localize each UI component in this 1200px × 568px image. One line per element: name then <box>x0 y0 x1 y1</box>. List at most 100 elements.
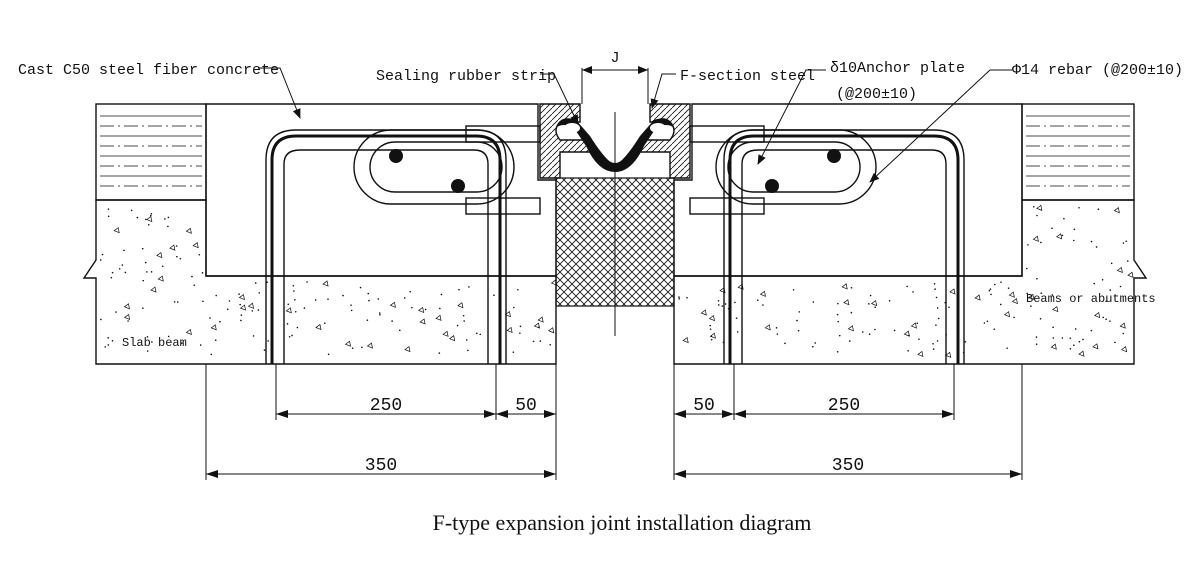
stipple-dot <box>1051 294 1054 296</box>
stipple-dot <box>1073 344 1075 347</box>
stipple-dot <box>1102 316 1105 319</box>
stipple-dot <box>1035 336 1038 338</box>
stipple-dot <box>735 317 738 319</box>
right-anchor-loop <box>715 129 877 205</box>
aggregate-mark <box>419 318 426 325</box>
stipple-dot <box>100 318 102 321</box>
stipple-dot <box>267 340 269 342</box>
anchor-plate-label: δ10Anchor plate <box>830 60 965 77</box>
right-rebar-dot-upper <box>827 149 841 163</box>
aggregate-mark <box>847 325 854 332</box>
stipple-dot <box>1082 338 1084 341</box>
stipple-dot <box>107 215 110 218</box>
left-f-section-steel <box>539 103 591 179</box>
aggregate-mark <box>910 322 917 329</box>
stipple-dot <box>458 288 460 291</box>
aggregate-mark <box>537 316 544 323</box>
stipple-dot <box>202 300 204 303</box>
stipple-dot <box>762 304 764 306</box>
stipple-dot <box>118 268 121 270</box>
stipple-dot <box>709 328 712 330</box>
stipple-dot <box>219 320 221 323</box>
stipple-dot <box>1007 287 1010 289</box>
stipple-dot <box>1052 337 1055 339</box>
stipple-dot <box>292 284 295 287</box>
stipple-dot <box>983 322 986 324</box>
stipple-dot <box>912 291 914 293</box>
aggregate-mark <box>1028 293 1035 300</box>
stipple-dot <box>797 329 800 332</box>
cast-concrete-label: Cast C50 steel fiber concrete <box>18 62 279 79</box>
stipple-dot <box>366 319 369 322</box>
stipple-dot <box>549 343 552 346</box>
stipple-dot <box>440 293 443 296</box>
stipple-dot <box>123 249 125 252</box>
stipple-dot <box>173 301 176 303</box>
stipple-dot <box>1063 217 1065 220</box>
aggregate-mark <box>759 290 766 297</box>
stipple-dot <box>1061 234 1064 237</box>
stipple-dot <box>908 334 910 337</box>
stipple-dot <box>198 253 201 256</box>
stipple-dot <box>121 264 124 266</box>
stipple-dot <box>993 283 996 286</box>
stipple-dot <box>937 317 940 320</box>
stipple-dot <box>479 333 482 336</box>
aggregate-mark <box>366 342 373 349</box>
stipple-dot <box>935 324 937 326</box>
stipple-dot <box>288 335 291 338</box>
aggregate-mark <box>764 324 771 331</box>
stipple-dot <box>990 293 992 296</box>
stipple-dot <box>1078 340 1081 343</box>
aggregate-mark <box>1092 343 1099 350</box>
stipple-dot <box>775 327 778 329</box>
dimension-lines <box>205 364 1023 480</box>
dim-left-50: 50 <box>515 396 537 416</box>
aggregate-mark <box>1008 291 1015 298</box>
stipple-dot <box>1109 320 1111 322</box>
stipple-dot <box>252 335 255 337</box>
aggregate-mark <box>150 286 157 293</box>
stipple-dot <box>342 294 344 297</box>
stipple-dot <box>1101 278 1104 281</box>
stipple-dot <box>1030 305 1032 307</box>
aggregate-mark <box>504 311 511 318</box>
aggregate-mark <box>945 351 952 358</box>
stipple-dot <box>850 287 853 289</box>
stipple-dot <box>1119 285 1122 288</box>
stipple-dot <box>721 305 723 307</box>
stipple-dot <box>837 320 840 323</box>
stipple-dot <box>287 303 290 306</box>
stipple-dot <box>403 297 406 299</box>
stipple-dot <box>99 259 102 261</box>
stipple-dot <box>936 307 939 309</box>
rebar-label: Φ14 rebar (@200±10) <box>1012 62 1183 79</box>
gap-dimension: J <box>581 50 649 104</box>
right-pavement-layer <box>1021 103 1135 201</box>
stipple-dot <box>678 298 680 300</box>
stipple-dot <box>717 299 720 302</box>
aggregate-mark <box>185 328 192 336</box>
right-rebar-dot-lower <box>765 179 779 193</box>
stipple-dot <box>1109 289 1112 291</box>
stipple-dot <box>869 294 872 297</box>
stipple-dot <box>167 225 169 228</box>
sealing-strip-label: Sealing rubber strip <box>376 68 556 85</box>
stipple-dot <box>1074 328 1077 330</box>
stipple-dot <box>836 313 839 316</box>
dim-right-50: 50 <box>693 396 715 416</box>
left-anchor-plates <box>465 125 541 215</box>
stipple-dot <box>1114 341 1116 344</box>
stipple-dot <box>150 271 153 273</box>
stipple-dot <box>512 351 515 353</box>
stipple-dot <box>175 245 178 247</box>
aggregate-mark <box>917 350 924 358</box>
anchor-plate-spacing-label: (@200±10) <box>836 86 917 103</box>
aggregate-mark <box>322 280 329 287</box>
stipple-dot <box>874 328 876 331</box>
stipple-dot <box>462 314 465 317</box>
stipple-dot <box>398 329 401 332</box>
aggregate-mark <box>1050 343 1057 350</box>
stipple-dot <box>710 338 713 341</box>
stipple-dot <box>228 300 231 302</box>
